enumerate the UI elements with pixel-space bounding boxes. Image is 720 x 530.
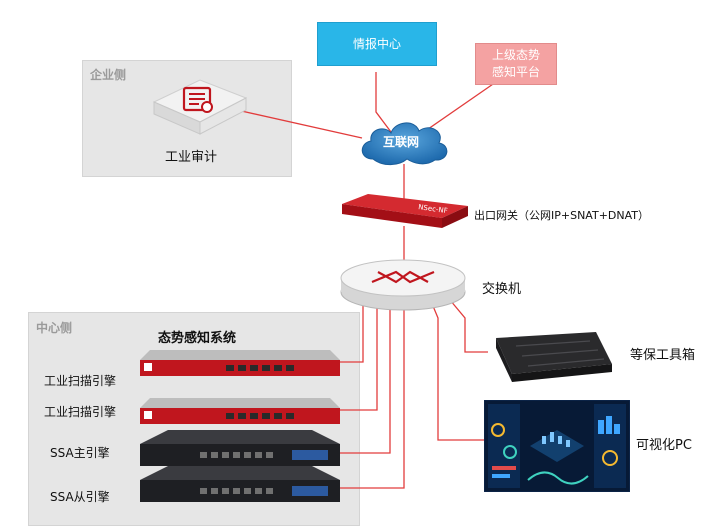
switch-label: 交换机 <box>482 282 522 297</box>
link-switch-ssa-master <box>340 307 391 454</box>
scan-engine-2-label: 工业扫描引擎 <box>44 405 117 419</box>
toolbox-icon <box>496 332 612 382</box>
internet-label: 互联网 <box>383 135 420 149</box>
link-switch-scan2 <box>340 306 378 411</box>
link-switch-ssa-slave <box>340 308 405 489</box>
gateway-label: 出口网关（公网IP+SNAT+DNAT） <box>474 209 650 222</box>
link-switch-pc <box>432 305 484 441</box>
internet-cloud-icon <box>361 122 448 166</box>
intel-center-box: 情报中心 <box>317 22 437 66</box>
ssa-master-device-icon <box>140 430 340 466</box>
switch-icon <box>340 259 466 311</box>
visual-pc-screen-icon <box>484 400 630 492</box>
situation-system-label: 态势感知系统 <box>158 331 237 346</box>
situation-system-device-icon <box>140 350 340 376</box>
upper-platform-label-line1: 上级态势 <box>491 48 540 62</box>
upper-platform-label-line2: 感知平台 <box>491 65 540 79</box>
upper-platform-box: 上级态势 感知平台 <box>475 43 557 85</box>
link-audit-internet <box>236 109 363 139</box>
link-platform-internet <box>417 81 497 137</box>
scan-engine-1-label: 工业扫描引擎 <box>44 374 117 388</box>
toolbox-label: 等保工具箱 <box>630 348 696 363</box>
ssa-master-label: SSA主引擎 <box>50 446 110 460</box>
link-switch-situation <box>340 304 364 363</box>
center-zone-label: 中心侧 <box>36 321 73 335</box>
visual-pc-label: 可视化PC <box>636 438 692 453</box>
link-switch-toolbox <box>449 299 488 353</box>
scan-engine-2-device-icon <box>140 398 340 424</box>
industrial-audit-label: 工业审计 <box>165 150 218 165</box>
industrial-audit-icon <box>152 79 248 135</box>
ssa-slave-label: SSA从引擎 <box>50 490 110 504</box>
intel-center-label: 情报中心 <box>352 36 401 51</box>
enterprise-zone-label: 企业侧 <box>90 68 127 82</box>
firewall-icon: NSec-NF <box>342 194 468 228</box>
ssa-slave-device-icon <box>140 466 340 502</box>
link-intel-internet <box>375 72 398 141</box>
